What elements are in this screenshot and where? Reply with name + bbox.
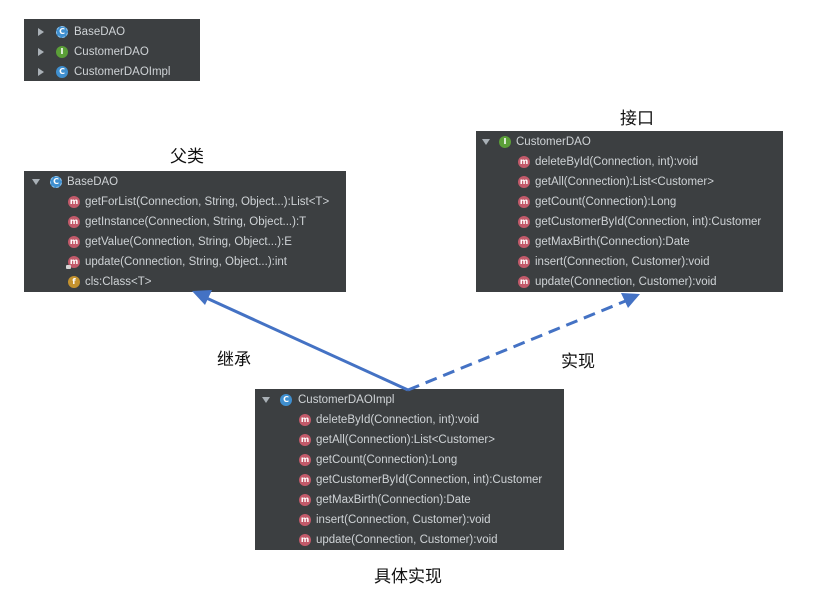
member-signature: getMaxBirth(Connection):Date — [316, 494, 471, 506]
member-signature: update(Connection, Customer):void — [535, 276, 717, 288]
method-glyph: m — [69, 257, 79, 266]
class-icon: C — [280, 394, 292, 406]
interface-heading: 接口 — [620, 109, 654, 129]
member-row[interactable]: m getAll(Connection):List<Customer> — [255, 430, 564, 450]
class-icon: C — [56, 66, 68, 78]
abstract-class-icon: C — [56, 26, 68, 38]
interface-title-row[interactable]: I CustomerDAO — [476, 132, 783, 152]
collapse-arrow-icon[interactable] — [32, 179, 40, 185]
method-icon: m — [299, 414, 311, 426]
interface-panel: I CustomerDAO m deleteById(Connection, i… — [476, 131, 783, 292]
method-icon: m — [299, 534, 311, 546]
abstract-method-icon: m — [518, 216, 530, 228]
abstract-method-icon: m — [518, 256, 530, 268]
member-signature: getCustomerById(Connection, int):Custome… — [316, 474, 543, 486]
member-row[interactable]: m insert(Connection, Customer):void — [255, 510, 564, 530]
member-signature: deleteById(Connection, int):void — [316, 414, 480, 426]
abstract-method-icon: m — [518, 176, 530, 188]
impl-class-title-row[interactable]: C CustomerDAOImpl — [255, 390, 564, 410]
inheritance-arrow-head — [192, 290, 212, 305]
implementation-arrow-line — [407, 298, 629, 392]
member-row[interactable]: m getValue(Connection, String, Object...… — [24, 232, 346, 252]
member-signature: getInstance(Connection, String, Object..… — [85, 216, 307, 228]
parent-class-title-row[interactable]: C BaseDAO — [24, 172, 346, 192]
field-icon: f — [68, 276, 80, 288]
member-row[interactable]: m getCount(Connection):Long — [255, 450, 564, 470]
method-icon: m — [299, 494, 311, 506]
impl-class-title: CustomerDAOImpl — [298, 394, 395, 406]
member-row[interactable]: m deleteById(Connection, int):void — [255, 410, 564, 430]
member-signature: getMaxBirth(Connection):Date — [535, 236, 690, 248]
hierarchy-item-customerdao[interactable]: I CustomerDAO — [24, 42, 200, 62]
member-signature: getAll(Connection):List<Customer> — [535, 176, 714, 188]
interface-icon: I — [499, 136, 511, 148]
member-signature: insert(Connection, Customer):void — [316, 514, 491, 526]
inheritance-arrow-line — [201, 294, 409, 392]
method-icon: m — [68, 196, 80, 208]
member-signature: deleteById(Connection, int):void — [535, 156, 699, 168]
member-signature: getCustomerById(Connection, int):Custome… — [535, 216, 762, 228]
parent-class-title: BaseDAO — [67, 176, 119, 188]
method-icon: m — [299, 474, 311, 486]
abstract-method-icon: m — [518, 156, 530, 168]
member-signature: getValue(Connection, String, Object...):… — [85, 236, 292, 248]
member-row[interactable]: m getForList(Connection, String, Object.… — [24, 192, 346, 212]
member-row[interactable]: m deleteById(Connection, int):void — [476, 152, 783, 172]
method-icon: m — [68, 236, 80, 248]
inherit-label: 继承 — [217, 350, 251, 370]
member-row[interactable]: m getMaxBirth(Connection):Date — [476, 232, 783, 252]
hierarchy-item-label: CustomerDAOImpl — [74, 66, 171, 78]
abstract-method-icon: m — [518, 236, 530, 248]
parent-class-panel: C BaseDAO m getForList(Connection, Strin… — [24, 171, 346, 292]
member-row[interactable]: m getInstance(Connection, String, Object… — [24, 212, 346, 232]
protected-method-icon: m — [66, 256, 80, 269]
method-icon: m — [68, 216, 80, 228]
member-row[interactable]: m getMaxBirth(Connection):Date — [255, 490, 564, 510]
expand-arrow-icon[interactable] — [38, 48, 44, 56]
lock-icon — [66, 265, 71, 269]
member-row[interactable]: m update(Connection, Customer):void — [255, 530, 564, 550]
parent-heading: 父类 — [170, 147, 204, 167]
member-row[interactable]: m update(Connection, Customer):void — [476, 272, 783, 292]
method-icon: m — [299, 514, 311, 526]
member-row[interactable]: m getCustomerById(Connection, int):Custo… — [476, 212, 783, 232]
member-signature: getCount(Connection):Long — [535, 196, 677, 208]
interface-icon: I — [56, 46, 68, 58]
member-signature: getAll(Connection):List<Customer> — [316, 434, 495, 446]
member-row[interactable]: m insert(Connection, Customer):void — [476, 252, 783, 272]
hierarchy-item-basedao[interactable]: C BaseDAO — [24, 22, 200, 42]
member-signature: cls:Class<T> — [85, 276, 152, 288]
impl-heading: 具体实现 — [374, 567, 442, 587]
member-row[interactable]: m update(Connection, String, Object...):… — [24, 252, 346, 272]
collapse-arrow-icon[interactable] — [482, 139, 490, 145]
member-row[interactable]: f cls:Class<T> — [24, 272, 346, 292]
implementation-arrow-head — [621, 293, 640, 308]
abstract-method-icon: m — [518, 276, 530, 288]
member-row[interactable]: m getCustomerById(Connection, int):Custo… — [255, 470, 564, 490]
collapse-arrow-icon[interactable] — [262, 397, 270, 403]
member-signature: update(Connection, Customer):void — [316, 534, 498, 546]
member-signature: getForList(Connection, String, Object...… — [85, 196, 330, 208]
interface-title: CustomerDAO — [516, 136, 591, 148]
hierarchy-item-customerdaoimpl[interactable]: C CustomerDAOImpl — [24, 62, 200, 82]
abstract-method-icon: m — [518, 196, 530, 208]
implement-label: 实现 — [561, 352, 595, 372]
method-icon: m — [299, 434, 311, 446]
impl-class-panel: C CustomerDAOImpl m deleteById(Connectio… — [255, 389, 564, 550]
member-row[interactable]: m getAll(Connection):List<Customer> — [476, 172, 783, 192]
hierarchy-item-label: BaseDAO — [74, 26, 126, 38]
hierarchy-panel: C BaseDAO I CustomerDAO C CustomerDAOImp… — [24, 19, 200, 81]
expand-arrow-icon[interactable] — [38, 28, 44, 36]
hierarchy-item-label: CustomerDAO — [74, 46, 149, 58]
expand-arrow-icon[interactable] — [38, 68, 44, 76]
member-row[interactable]: m getCount(Connection):Long — [476, 192, 783, 212]
abstract-class-icon: C — [50, 176, 62, 188]
method-icon: m — [299, 454, 311, 466]
member-signature: getCount(Connection):Long — [316, 454, 458, 466]
member-signature: insert(Connection, Customer):void — [535, 256, 710, 268]
member-signature: update(Connection, String, Object...):in… — [85, 256, 287, 268]
